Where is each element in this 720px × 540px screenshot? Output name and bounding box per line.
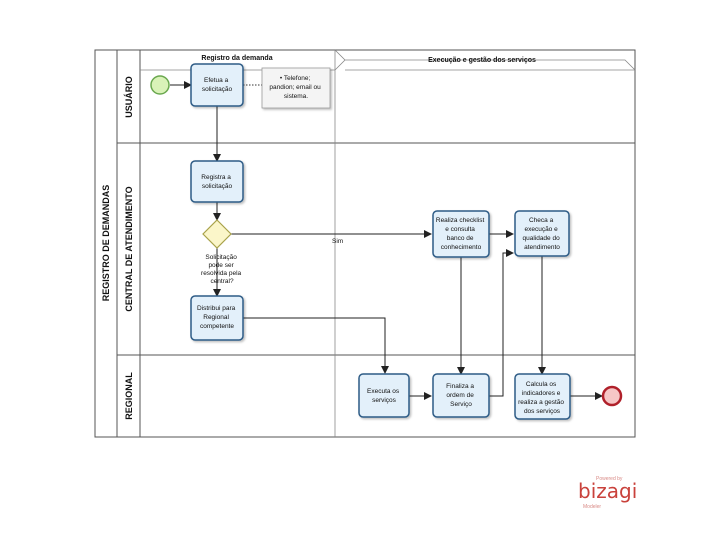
task-efetua-label: Efetua a solicitação <box>202 77 233 93</box>
task-executa-servicos[interactable] <box>358 373 410 418</box>
task-registra-solicitacao[interactable] <box>190 160 244 203</box>
decision-gateway[interactable] <box>202 219 232 249</box>
task-distribui-regional[interactable] <box>190 295 244 341</box>
brand-logo: bizagi <box>578 479 637 503</box>
flow-distribui-executa <box>243 317 389 374</box>
task-finaliza-ordem[interactable] <box>432 373 490 418</box>
lane-title-usuario: USUÁRIO <box>124 76 134 118</box>
annotation-text: • Telefone; pandion; email ou sistema. <box>269 75 322 100</box>
flow-label-sim: Sim <box>332 238 343 245</box>
end-event[interactable] <box>601 385 623 407</box>
task-realiza-label: Realiza checklist e consulta banco de co… <box>436 217 486 251</box>
text-annotation <box>261 67 331 109</box>
phase-execucao: Execução e gestão dos serviços <box>428 57 536 64</box>
pool-title: REGISTRO DE DEMANDAS <box>101 185 111 302</box>
task-executa-label: Executa os serviços <box>367 388 401 404</box>
task-realiza-checklist[interactable] <box>432 210 490 258</box>
brand-powered-by: Powered by <box>596 476 623 482</box>
brand-product: Modeler <box>583 504 601 510</box>
task-registra-label: Registra a solicitação <box>201 174 232 190</box>
phase-registro: Registro da demanda <box>201 55 272 62</box>
task-finaliza-label: Finaliza a ordem de Serviço <box>446 383 476 408</box>
task-distribui-label: Distribui para Regional competente <box>197 305 237 330</box>
task-checa-label: Checa a execução e qualidade do atendime… <box>522 217 561 251</box>
flow-finaliza-checa <box>489 249 514 397</box>
start-event[interactable] <box>150 75 170 95</box>
task-checa-execucao[interactable] <box>514 210 570 257</box>
lane-title-central: CENTRAL DE ATENDIMENTO <box>124 186 134 311</box>
task-calcula-label: Calcula os indicadores e realiza a gestã… <box>518 381 566 415</box>
task-calcula-indicadores[interactable] <box>514 373 571 420</box>
gateway-question: Solicitação pode ser resolvida pela cent… <box>201 254 243 285</box>
task-efetua-solicitacao[interactable] <box>190 63 244 107</box>
lane-title-regional: REGIONAL <box>124 372 134 420</box>
